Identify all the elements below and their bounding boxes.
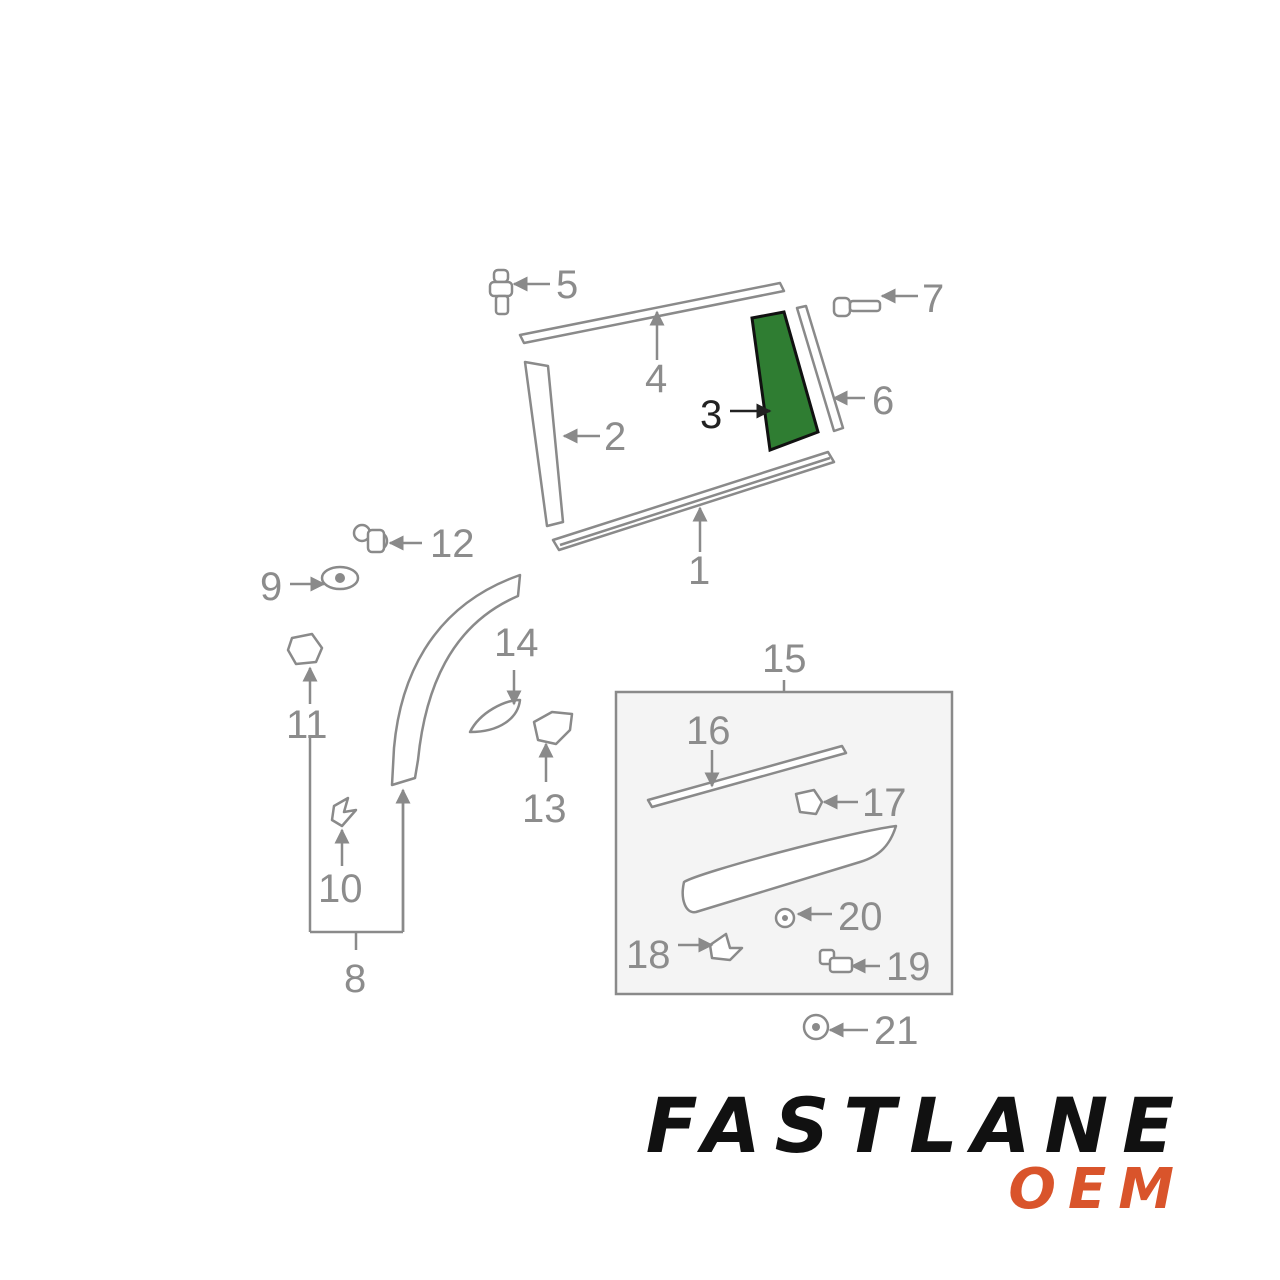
callout-20: 20	[838, 895, 883, 939]
callout-18: 18	[626, 933, 671, 977]
part-19-screw	[818, 948, 854, 974]
callout-6: 6	[872, 379, 894, 423]
part-11-nut	[286, 632, 324, 666]
part-15-door-moulding	[681, 824, 898, 914]
part-12-clip	[352, 523, 389, 554]
part-10-clip	[330, 796, 358, 828]
part-5-clip	[488, 268, 514, 316]
part-2-pillar-garnish	[523, 360, 565, 528]
part-8-bracket	[308, 735, 405, 950]
callout-15: 15	[762, 637, 807, 681]
part-15-kit-box	[614, 690, 954, 996]
part-14-pad	[468, 698, 522, 734]
callout-4: 4	[645, 357, 667, 401]
callout-7: 7	[922, 277, 944, 321]
callout-12: 12	[430, 522, 475, 566]
part-21-nut	[802, 1013, 830, 1041]
callout-19: 19	[886, 945, 931, 989]
callout-14: 14	[494, 621, 539, 665]
callout-8: 8	[344, 957, 366, 1001]
part-8-arch-moulding	[390, 573, 522, 787]
callout-10: 10	[318, 867, 363, 911]
callout-21: 21	[874, 1009, 919, 1053]
callout-1: 1	[688, 549, 710, 593]
callout-2: 2	[604, 415, 626, 459]
callout-16: 16	[686, 709, 731, 753]
brand-logo: FASTLANE OEM	[646, 1081, 1188, 1222]
callout-11: 11	[286, 703, 328, 747]
part-20-grommet	[774, 907, 796, 929]
part-16-strip	[646, 744, 848, 809]
part-13-bracket	[532, 710, 574, 746]
callout-13: 13	[522, 787, 567, 831]
callout-17: 17	[862, 781, 907, 825]
brand-sub: OEM	[1008, 1157, 1186, 1222]
callout-9: 9	[260, 565, 282, 609]
callout-5: 5	[556, 263, 578, 307]
part-7-screw	[832, 296, 882, 318]
part-18-clip	[708, 932, 744, 962]
part-9-grommet	[320, 565, 360, 591]
brand-name: FASTLANE	[646, 1081, 1188, 1170]
callout-3: 3	[700, 393, 722, 437]
part-17-clip	[794, 788, 824, 816]
part-6-weatherstrip	[795, 304, 845, 433]
